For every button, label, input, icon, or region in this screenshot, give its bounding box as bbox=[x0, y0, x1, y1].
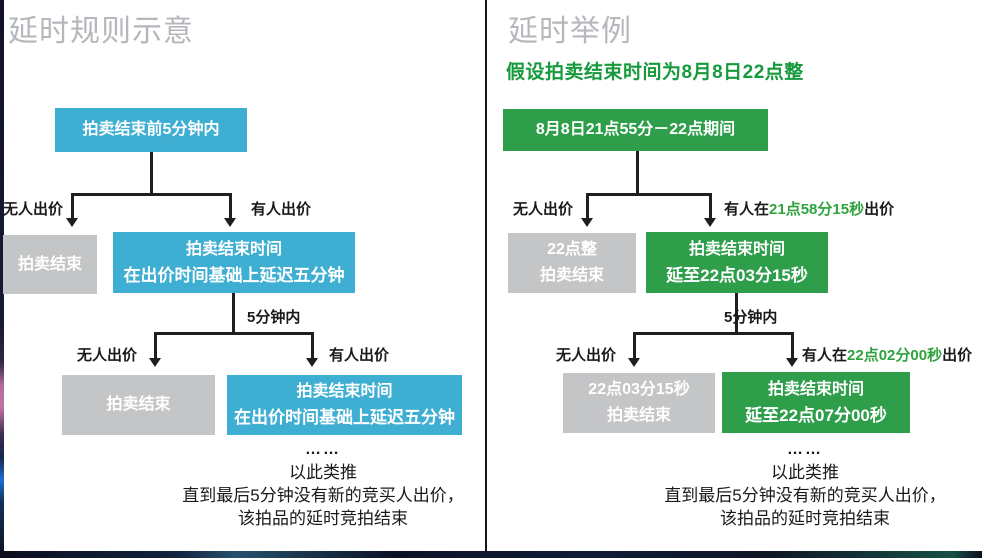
right-level1-bid-prefix: 有人在 bbox=[724, 201, 770, 218]
left-level2-no-bid-arrow-line bbox=[154, 332, 157, 359]
right-level2-bid-time: 22点02分00秒 bbox=[847, 347, 943, 364]
right-delay-box-1: 拍卖结束时间 延至22点03分15秒 bbox=[646, 232, 828, 293]
right-level2-no-bid-arrowhead-icon bbox=[628, 358, 640, 367]
left-level2-has-bid-arrow-line bbox=[311, 332, 314, 359]
left-level1-has-bid-label: 有人出价 bbox=[251, 201, 312, 218]
left-delay-box-1-line2: 在出价时间基础上延迟五分钟 bbox=[123, 265, 345, 285]
right-level2-bid-prefix: 有人在 bbox=[802, 347, 848, 364]
left-level2-branch-line bbox=[154, 332, 314, 335]
left-caption-2: 直到最后5分钟没有新的竞买人出价， bbox=[182, 486, 464, 505]
right-level2-has-bid-label: 有人在22点02分00秒出价 bbox=[802, 344, 972, 365]
right-level2-no-bid-label: 无人出价 bbox=[556, 347, 617, 364]
right-subtitle: 假设拍卖结束时间为8月8日22点整 bbox=[506, 62, 804, 83]
left-root-box-text: 拍卖结束前5分钟内 bbox=[82, 121, 220, 138]
right-level2-stem-line bbox=[735, 293, 738, 332]
left-delay-box-2: 拍卖结束时间 在出价时间基础上延迟五分钟 bbox=[227, 375, 462, 435]
left-within5-label: 5分钟内 bbox=[247, 309, 301, 326]
right-end-box-2-line2: 拍卖结束 bbox=[606, 407, 671, 424]
right-panel-title: 延时举例 bbox=[508, 15, 632, 48]
left-root-box: 拍卖结束前5分钟内 bbox=[55, 108, 247, 152]
right-delay-box-2-line2: 延至22点07分00秒 bbox=[745, 405, 887, 425]
left-caption-block: …… 以此类推 直到最后5分钟没有新的竞买人出价， 该拍品的延时竞拍结束 bbox=[162, 441, 484, 530]
left-level2-no-bid-arrowhead-icon bbox=[149, 358, 161, 367]
left-level2-no-bid-label: 无人出价 bbox=[77, 347, 138, 364]
right-root-box: 8月8日21点55分－22点期间 bbox=[503, 109, 768, 151]
right-caption-block: …… 以此类推 直到最后5分钟没有新的竞买人出价， 该拍品的延时竞拍结束 bbox=[645, 441, 965, 530]
left-delay-box-2-line2: 在出价时间基础上延迟五分钟 bbox=[234, 408, 455, 427]
right-level1-no-bid-arrowhead-icon bbox=[581, 218, 593, 227]
right-level2-no-bid-arrow-line bbox=[633, 332, 636, 359]
left-level2-has-bid-label: 有人出价 bbox=[329, 347, 390, 364]
left-caption-3: 该拍品的延时竞拍结束 bbox=[238, 509, 408, 528]
right-end-box-2: 22点03分15秒 拍卖结束 bbox=[563, 373, 715, 433]
right-end-box-2-line1: 22点03分15秒 bbox=[588, 381, 690, 398]
panel-divider-line bbox=[485, 0, 487, 551]
right-caption-3: 该拍品的延时竞拍结束 bbox=[720, 509, 890, 528]
right-level2-has-bid-arrow-line bbox=[791, 332, 794, 359]
left-level1-no-bid-label: 无人出价 bbox=[3, 201, 64, 218]
left-delay-box-1-line1: 拍卖结束时间 bbox=[185, 240, 282, 258]
left-level1-no-bid-arrowhead-icon bbox=[66, 218, 78, 227]
right-delay-box-2-line1: 拍卖结束时间 bbox=[767, 380, 864, 398]
right-level1-bid-suffix: 出价 bbox=[864, 201, 895, 218]
left-end-box-2-text: 拍卖结束 bbox=[106, 396, 171, 413]
right-delay-box-1-line1: 拍卖结束时间 bbox=[688, 240, 785, 258]
right-ellipsis: …… bbox=[787, 441, 823, 458]
right-level1-branch-line bbox=[586, 193, 712, 196]
right-caption-2: 直到最后5分钟没有新的竞买人出价， bbox=[664, 486, 946, 505]
right-level1-no-bid-label: 无人出价 bbox=[513, 201, 574, 218]
right-within5-label: 5分钟内 bbox=[724, 309, 778, 326]
left-delay-box-1: 拍卖结束时间 在出价时间基础上延迟五分钟 bbox=[113, 232, 355, 293]
right-caption-1: 以此类推 bbox=[771, 463, 839, 482]
right-level2-has-bid-arrowhead-icon bbox=[786, 358, 798, 367]
left-delay-box-2-line1: 拍卖结束时间 bbox=[296, 383, 393, 400]
left-level1-has-bid-arrow-line bbox=[229, 193, 232, 219]
left-level1-has-bid-arrowhead-icon bbox=[224, 218, 236, 227]
right-delay-box-2: 拍卖结束时间 延至22点07分00秒 bbox=[722, 372, 910, 433]
left-ellipsis: …… bbox=[305, 441, 341, 458]
right-delay-box-1-line2: 延至22点03分15秒 bbox=[666, 265, 808, 285]
right-level2-branch-line bbox=[633, 332, 794, 335]
right-level2-bid-suffix: 出价 bbox=[942, 347, 973, 364]
left-end-box-1-text: 拍卖结束 bbox=[17, 255, 82, 273]
right-level1-no-bid-arrow-line bbox=[586, 193, 589, 219]
right-level1-has-bid-label: 有人在21点58分15秒出价 bbox=[724, 198, 894, 219]
right-level1-bid-time: 21点58分15秒 bbox=[769, 201, 865, 218]
right-level1-has-bid-arrow-line bbox=[709, 193, 712, 219]
left-caption-1: 以此类推 bbox=[289, 463, 357, 482]
right-root-box-text: 8月8日21点55分－22点期间 bbox=[535, 121, 736, 138]
desktop-wallpaper-bottom-strip bbox=[0, 550, 982, 558]
left-level2-has-bid-arrowhead-icon bbox=[306, 358, 318, 367]
right-level1-has-bid-arrowhead-icon bbox=[704, 218, 716, 227]
left-end-box-1: 拍卖结束 bbox=[3, 235, 97, 294]
left-level2-stem-line bbox=[232, 293, 235, 332]
right-level1-stem-line bbox=[636, 151, 639, 193]
right-end-box-1: 22点整 拍卖结束 bbox=[508, 233, 636, 293]
left-level1-stem-line bbox=[150, 152, 153, 193]
right-end-box-1-line2: 拍卖结束 bbox=[539, 267, 604, 284]
left-level1-branch-line bbox=[71, 193, 231, 196]
left-level1-no-bid-arrow-line bbox=[71, 193, 74, 219]
left-end-box-2: 拍卖结束 bbox=[62, 375, 215, 435]
left-panel-title: 延时规则示意 bbox=[8, 15, 194, 48]
right-end-box-1-line1: 22点整 bbox=[547, 241, 597, 258]
